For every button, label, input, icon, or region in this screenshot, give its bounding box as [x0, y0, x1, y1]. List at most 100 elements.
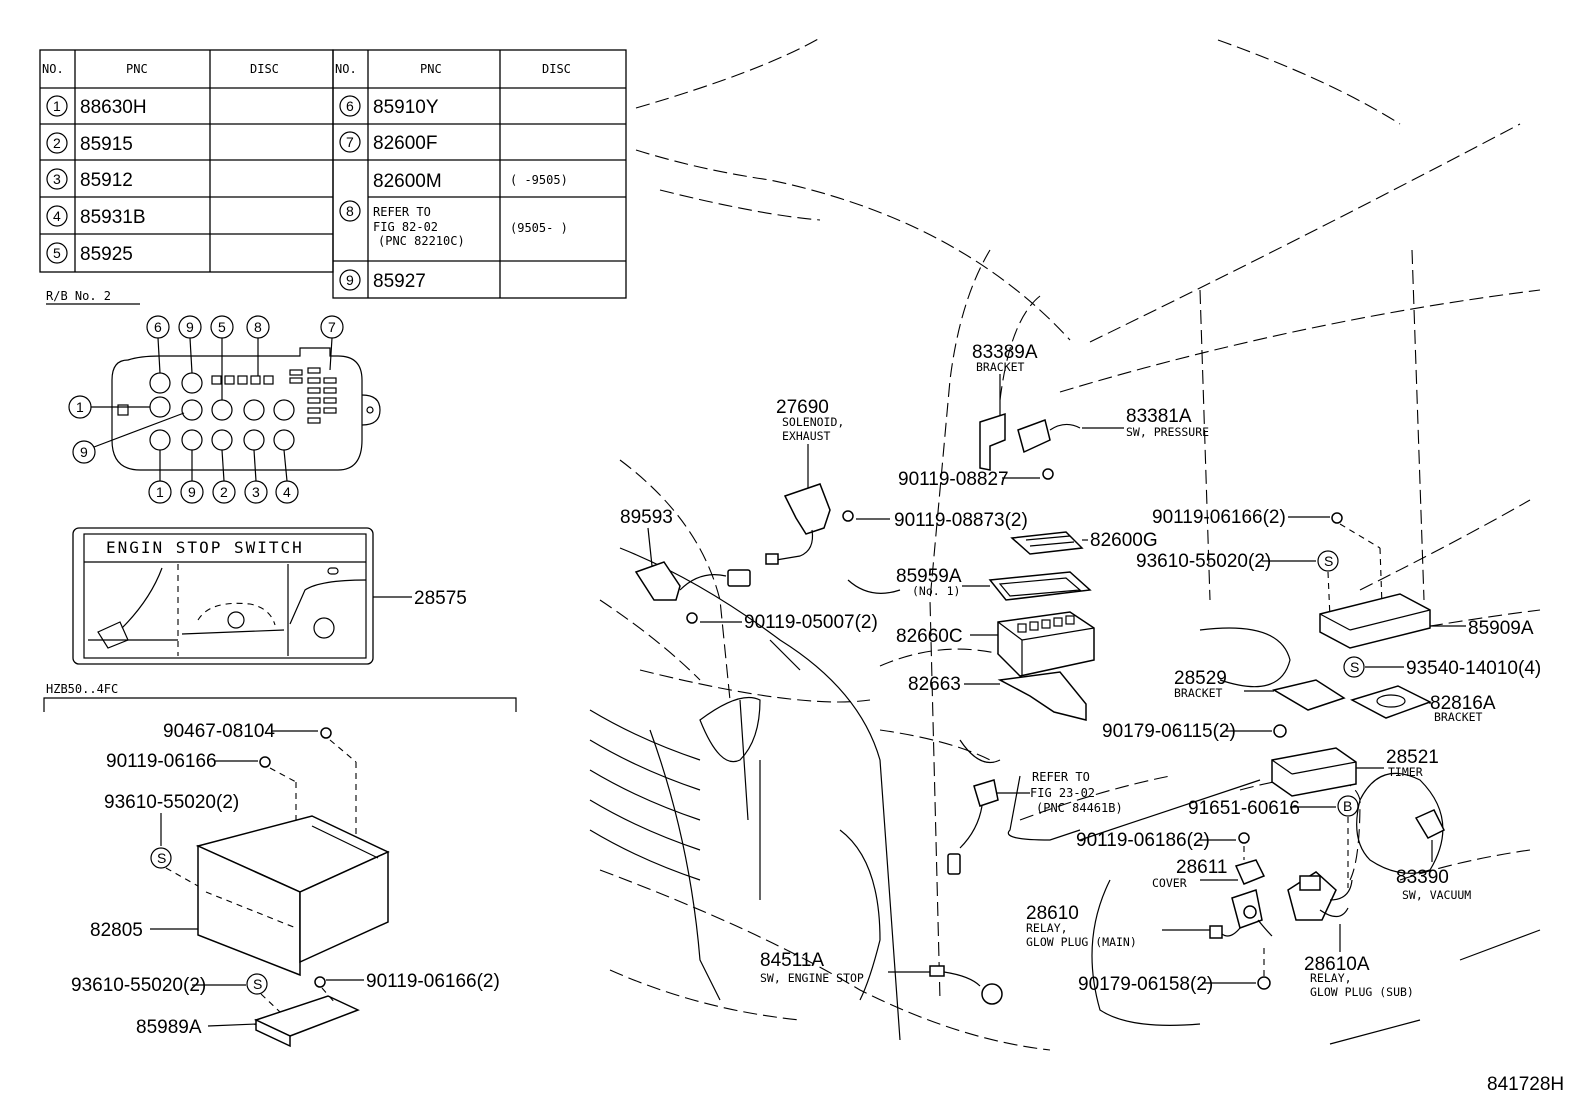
row-no: 5	[53, 245, 61, 261]
row-pnc: 85910Y	[373, 97, 439, 118]
callout-code: 82660C	[896, 626, 963, 647]
callout-desc: BRACKET	[1434, 710, 1483, 724]
callout-code: 28521	[1386, 747, 1439, 768]
callout-label: 93610-55020(2)	[104, 792, 239, 813]
row-pnc: 85925	[80, 244, 133, 265]
callout-desc: RELAY,	[1026, 921, 1068, 935]
relay-marker: 1	[148, 450, 172, 504]
callout-90119-06166-right: 90119-06166(2)	[1152, 507, 1383, 607]
callout-code: 82816A	[1430, 693, 1496, 714]
table-row: 4 85931B	[46, 205, 146, 228]
callout-desc: BRACKET	[1174, 686, 1223, 700]
relay-marker: 5	[210, 315, 234, 400]
callout-28610: 28610 RELAY, GLOW PLUG (MAIN)	[1026, 889, 1273, 949]
decal-part-label: 28575	[414, 588, 467, 609]
svg-text:2: 2	[220, 484, 228, 500]
row-no: 1	[53, 98, 61, 114]
relay-marker: 9	[72, 412, 185, 464]
row-pnc-line: FIG 82-02	[373, 220, 438, 234]
callout-90179-06115: 90179-06115(2)	[1102, 721, 1287, 742]
row-no: 8	[346, 203, 354, 219]
table-row: 9 85927	[339, 269, 426, 292]
callout-label: 93610-55020(2)	[71, 975, 206, 996]
svg-text:3: 3	[252, 484, 260, 500]
row-pnc: 82600M	[373, 171, 442, 192]
b-marker: B	[1343, 798, 1352, 814]
callout-90119-06186: 90119-06186(2)	[1076, 830, 1250, 860]
callout-code: 90119-05007(2)	[744, 612, 878, 633]
callout-90119-08827: 90119-08827	[898, 468, 1054, 490]
row-pnc: 88630H	[80, 97, 147, 118]
callout-85959A: 85959A (No. 1)	[896, 566, 1092, 601]
callout-28529: 28529 BRACKET	[1174, 668, 1346, 711]
s-marker: S	[1324, 553, 1333, 569]
callout-desc: SW, VACUUM	[1402, 888, 1471, 902]
table-header-no: NO.	[42, 62, 64, 76]
callout-code: 82663	[908, 674, 961, 695]
callout-82816A: 82816A BRACKET	[1350, 685, 1496, 724]
callout-desc: BRACKET	[976, 360, 1025, 374]
callout-code: 90119-08873(2)	[894, 510, 1028, 531]
relay-marker: 2	[212, 449, 236, 504]
callout-91651-60616: 91651-60616 B	[1188, 795, 1359, 888]
callout-label: 85989A	[136, 1017, 202, 1038]
row-pnc: 85931B	[80, 207, 146, 228]
svg-text:5: 5	[218, 319, 226, 335]
row-no: 2	[53, 135, 61, 151]
callout-code: 91651-60616	[1188, 798, 1300, 819]
callout-code: 90179-06115(2)	[1102, 721, 1236, 742]
callout-code: 28610	[1026, 903, 1079, 924]
callout-code: 93610-55020(2)	[1136, 551, 1271, 572]
table-header-disc: DISC	[250, 62, 279, 76]
callout-desc: SW, PRESSURE	[1126, 425, 1209, 439]
callout-83389A: 83389A BRACKET	[972, 342, 1038, 471]
row-disc: ( -9505)	[510, 173, 568, 187]
callout-label: 90467-08104	[163, 721, 275, 742]
hzb50-subassembly: HZB50..4FC 90467-08104 90119-06166 93610…	[43, 682, 517, 1048]
svg-text:1: 1	[76, 399, 84, 415]
table-header-pnc: PNC	[126, 62, 148, 76]
callout-desc: TIMER	[1388, 765, 1423, 779]
table-row: 1 88630H	[46, 95, 147, 118]
relay-marker: 9	[178, 315, 202, 374]
callout-code: 28529	[1174, 668, 1227, 689]
row-no: 4	[53, 208, 61, 224]
refer-note: REFER TO	[1032, 770, 1090, 784]
table-row: 5 85925	[46, 242, 133, 265]
svg-text:1: 1	[156, 484, 164, 500]
row-no: 9	[346, 272, 354, 288]
callout-code: 90119-08827	[898, 469, 1009, 490]
table-row: 8 82600M ( -9505)	[339, 171, 568, 222]
callout-code: 85909A	[1468, 618, 1534, 639]
refer-note: (PNC 84461B)	[1036, 801, 1123, 815]
relay-block: R/B No. 2 6 9 5 8 7 1 9 1 9 2 3 4	[46, 289, 381, 504]
callout-label: 90119-06166(2)	[366, 971, 500, 992]
callout-93610-55020-right: 93610-55020(2) S	[1136, 550, 1339, 619]
row-pnc: 85915	[80, 134, 133, 155]
callout-code: 90179-06158(2)	[1078, 974, 1213, 995]
callout-83381A: 83381A SW, PRESSURE	[1017, 406, 1209, 454]
callout-93540-14010: S 93540-14010(4)	[1343, 656, 1541, 679]
table-header-disc-2: DISC	[542, 62, 571, 76]
decal-title: ENGIN STOP SWITCH	[106, 538, 304, 557]
callout-label: 82805	[90, 920, 143, 941]
callout-code: 84511A	[760, 950, 824, 971]
relay-marker: 6	[146, 315, 170, 374]
svg-text:9: 9	[186, 319, 194, 335]
figure-id: 841728H	[1487, 1074, 1564, 1095]
table-header-pnc-2: PNC	[420, 62, 442, 76]
table-row: 6 85910Y	[339, 95, 439, 118]
row-no: 7	[346, 134, 354, 150]
s-marker: S	[253, 976, 262, 992]
row-no: 6	[346, 98, 354, 114]
callout-82660C: 82660C	[896, 611, 1095, 677]
callout-85909A: 85909A	[1319, 593, 1534, 649]
callout-desc: SOLENOID,	[782, 415, 844, 429]
row-pnc-line: REFER TO	[373, 205, 431, 219]
callout-desc: GLOW PLUG (SUB)	[1310, 985, 1414, 999]
relay-marker: 9	[180, 450, 204, 504]
callout-desc: GLOW PLUG (MAIN)	[1026, 935, 1137, 949]
callout-89593: 89593	[620, 507, 751, 601]
callout-refer-fig-23-02: REFER TO FIG 23-02 (PNC 84461B)	[947, 770, 1123, 875]
